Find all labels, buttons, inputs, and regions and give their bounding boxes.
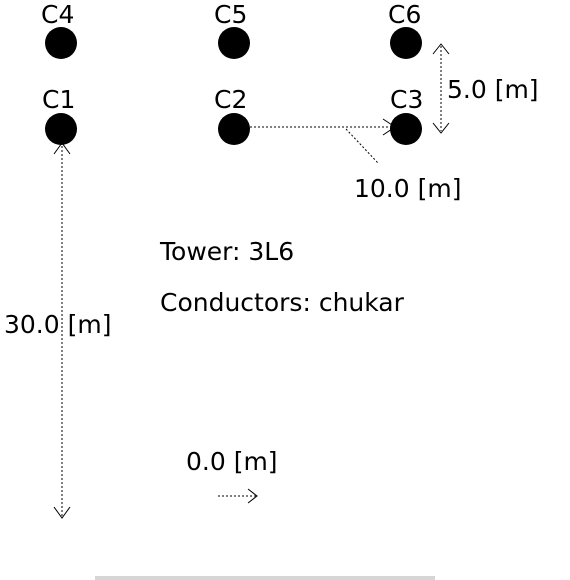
conductor-label-c3: C3 [390,85,423,114]
conductor-label-c5: C5 [214,0,247,29]
conductor-label-c6: C6 [388,0,421,29]
tower-info-text: Tower: 3L6 [159,237,294,266]
height-arrow [53,142,71,519]
horizontal-spacing-arrow [250,118,396,164]
vertical-spacing-label: 5.0 [m] [447,75,539,104]
conductor-label-c4: C4 [41,0,74,29]
offset-arrow [218,488,258,504]
offset-label: 0.0 [m] [186,447,278,476]
conductor-label-c1: C1 [42,85,75,114]
conductor-c4 [45,27,77,59]
horizontal-spacing-label: 10.0 [m] [354,174,461,203]
conductor-c5 [218,27,250,59]
vertical-spacing-arrow [432,43,450,134]
conductor-label-c2: C2 [214,85,247,114]
conductor-type-text: Conductors: chukar [160,288,405,317]
conductor-c6 [390,27,422,59]
height-label: 30.0 [m] [4,310,111,339]
conductor-c1 [45,113,77,145]
conductor-c3 [390,113,422,145]
bottom-divider [95,576,435,580]
conductor-c2 [218,113,250,145]
